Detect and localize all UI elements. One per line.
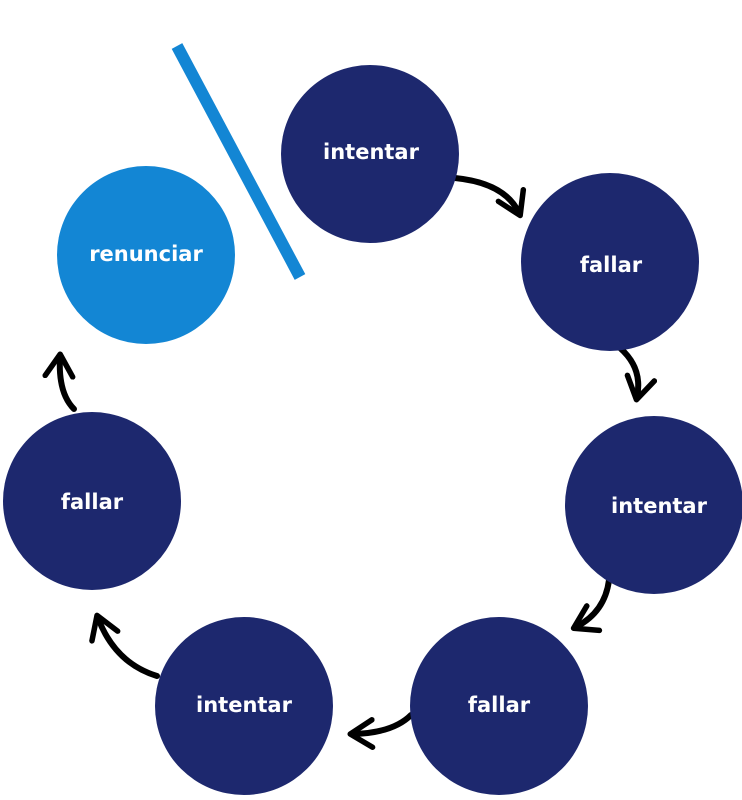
node-label: intentar (323, 140, 420, 164)
arrow-fallar-to-intentar-3 (347, 712, 414, 751)
arrow-fallar-to-renunciar (42, 351, 77, 412)
node-circle (521, 173, 699, 351)
node-circle (57, 166, 235, 344)
node-circle (3, 412, 181, 590)
node-circle (410, 617, 588, 795)
arrow-intentar-to-fallar-2 (570, 577, 612, 634)
arrow-fallar-to-intentar-2 (617, 345, 658, 403)
node-label: renunciar (89, 242, 203, 266)
node-label: fallar (580, 253, 643, 277)
node-fallar-2: fallar (410, 617, 588, 795)
barrier-line (171, 43, 306, 280)
node-fallar-3: fallar (3, 412, 181, 590)
node-fallar-1: fallar (521, 173, 699, 351)
node-circle (281, 65, 459, 243)
node-label: intentar (196, 693, 293, 717)
node-intentar-3: intentar (155, 617, 333, 795)
node-label: fallar (61, 490, 124, 514)
node-intentar-1: intentar (281, 65, 459, 243)
node-intentar-2: intentar (565, 416, 742, 594)
arrow-intentar-to-fallar-3 (89, 612, 160, 679)
arrow-intentar-to-fallar-1 (452, 175, 527, 219)
node-renunciar: renunciar (57, 166, 235, 344)
node-label: fallar (468, 693, 531, 717)
node-circle (155, 617, 333, 795)
node-label: intentar (611, 494, 708, 518)
edges (42, 175, 658, 751)
node-circle (565, 416, 742, 594)
